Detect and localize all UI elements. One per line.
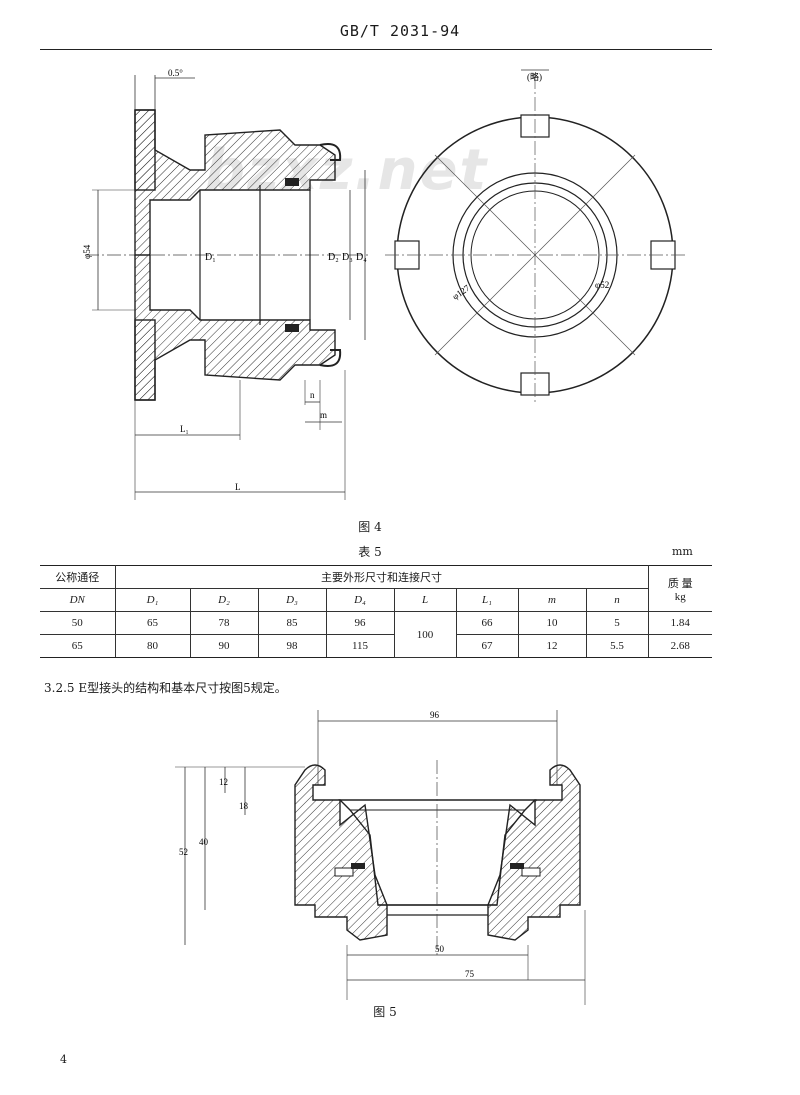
th-n: n — [585, 588, 649, 612]
clause-3-2-5: 3.2.5 E型接头的结构和基本尺寸按图5规定。 — [44, 681, 287, 695]
table-row: 50 65 78 85 96 100 66 10 5 1.84 — [40, 611, 712, 658]
th-d1: D₁ — [114, 588, 191, 612]
page-header: GB/T 2031-94 — [339, 22, 461, 40]
figure4-section-view: 0.5° φ54 D₁ D₂ D₃ D₄ n m L₁ L — [82, 68, 370, 500]
figure4-end-view: (略) φ127 φ52 — [385, 69, 685, 405]
fig4-label-d2: D₂ — [328, 252, 339, 263]
fig4-label-l1: L₁ — [180, 424, 189, 434]
fig4-label-l: L — [235, 482, 241, 492]
fig4-label-b: 0.5° — [168, 68, 183, 78]
th-d4: D₄ — [325, 588, 395, 612]
th-l1: L₁ — [455, 588, 519, 612]
fig4-label-d4: D₄ — [356, 252, 367, 263]
figure5-caption: 图 5 — [373, 1005, 397, 1019]
th-l: L — [393, 588, 457, 612]
dimensions-table: 公称通径 主要外形尺寸和连接尺寸 质 量 kg DN D₁ D₂ D₃ D₄ L… — [40, 565, 712, 658]
table-title: 表 5 — [358, 545, 382, 559]
fig5-label-h3: 40 — [199, 837, 209, 847]
th-dn: DN — [40, 588, 116, 612]
th-d2: D₂ — [189, 588, 259, 612]
th-main: 主要外形尺寸和连接尺寸 — [114, 565, 649, 589]
fig4-end-label-phi-bc: φ127 — [450, 282, 471, 301]
table-row: 65 80 90 98 115 67 12 5.5 2.68 — [40, 634, 712, 658]
fig5-label-bottom-inner: 50 — [435, 944, 445, 954]
fig4-label-m: m — [320, 410, 327, 420]
fig5-label-h1: 12 — [219, 777, 228, 787]
fig5-label-h4: 52 — [179, 847, 188, 857]
fig4-end-label-b: (略) — [527, 71, 542, 82]
fig4-label-n: n — [310, 390, 315, 400]
table-unit: mm — [672, 545, 693, 558]
page-number: 4 — [60, 1053, 67, 1066]
th-d3: D₃ — [257, 588, 327, 612]
fig5-label-top: 96 — [430, 710, 440, 720]
th-dn-cn: 公称通径 — [40, 565, 116, 589]
th-m: m — [517, 588, 587, 612]
fig4-label-d1: D₁ — [205, 252, 216, 263]
fig5-label-h2: 18 — [239, 801, 249, 811]
header-rule — [40, 49, 712, 50]
figure5-drawing: 96 52 40 12 18 50 75 — [175, 710, 586, 1005]
fig4-end-label-phi-in: φ52 — [595, 280, 609, 290]
fig4-label-phi-hole: φ54 — [82, 244, 92, 259]
figure4-caption: 图 4 — [358, 520, 382, 534]
fig4-label-d3: D₃ — [342, 252, 353, 263]
cell-l-shared: 100 — [393, 611, 457, 658]
th-mass: 质 量 kg — [647, 565, 712, 612]
fig5-label-bottom-outer: 75 — [465, 969, 475, 979]
